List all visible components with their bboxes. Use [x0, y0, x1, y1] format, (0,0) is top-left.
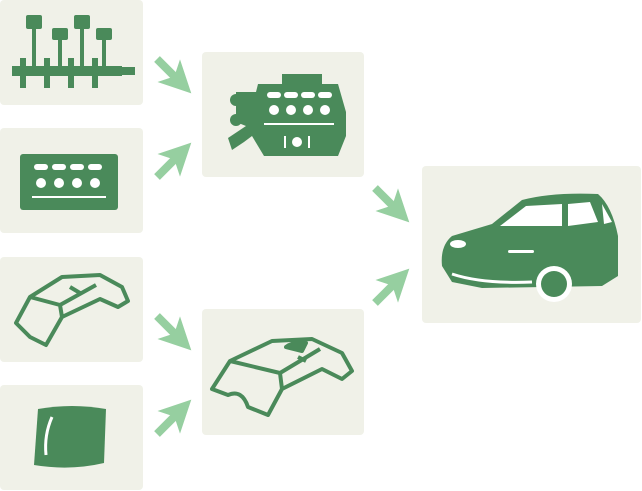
car-body-box: [202, 309, 364, 435]
arrow-windshield-to-body: [154, 399, 192, 437]
car-icon: [441, 193, 618, 302]
engine-icon: [228, 74, 346, 156]
crankshaft-pistons-icon: [12, 15, 135, 88]
cylinder-head-box: [0, 128, 143, 233]
arrow-body-to-car: [372, 268, 410, 306]
cylinder-head-icon: [20, 154, 118, 210]
windshield-box: [0, 385, 143, 490]
arrow-engine-to-car: [372, 185, 410, 223]
engine-box: [202, 52, 364, 177]
car-box: [422, 166, 641, 323]
car-frame-icon: [14, 273, 130, 347]
arrow-frame-to-body: [154, 313, 192, 351]
arrow-head-to-engine: [154, 142, 192, 180]
crankshaft-box: [0, 0, 143, 105]
car-frame-box: [0, 257, 143, 362]
windshield-icon: [34, 406, 106, 468]
car-body-frame-icon: [210, 337, 354, 417]
arrow-crankshaft-to-engine: [154, 56, 192, 94]
